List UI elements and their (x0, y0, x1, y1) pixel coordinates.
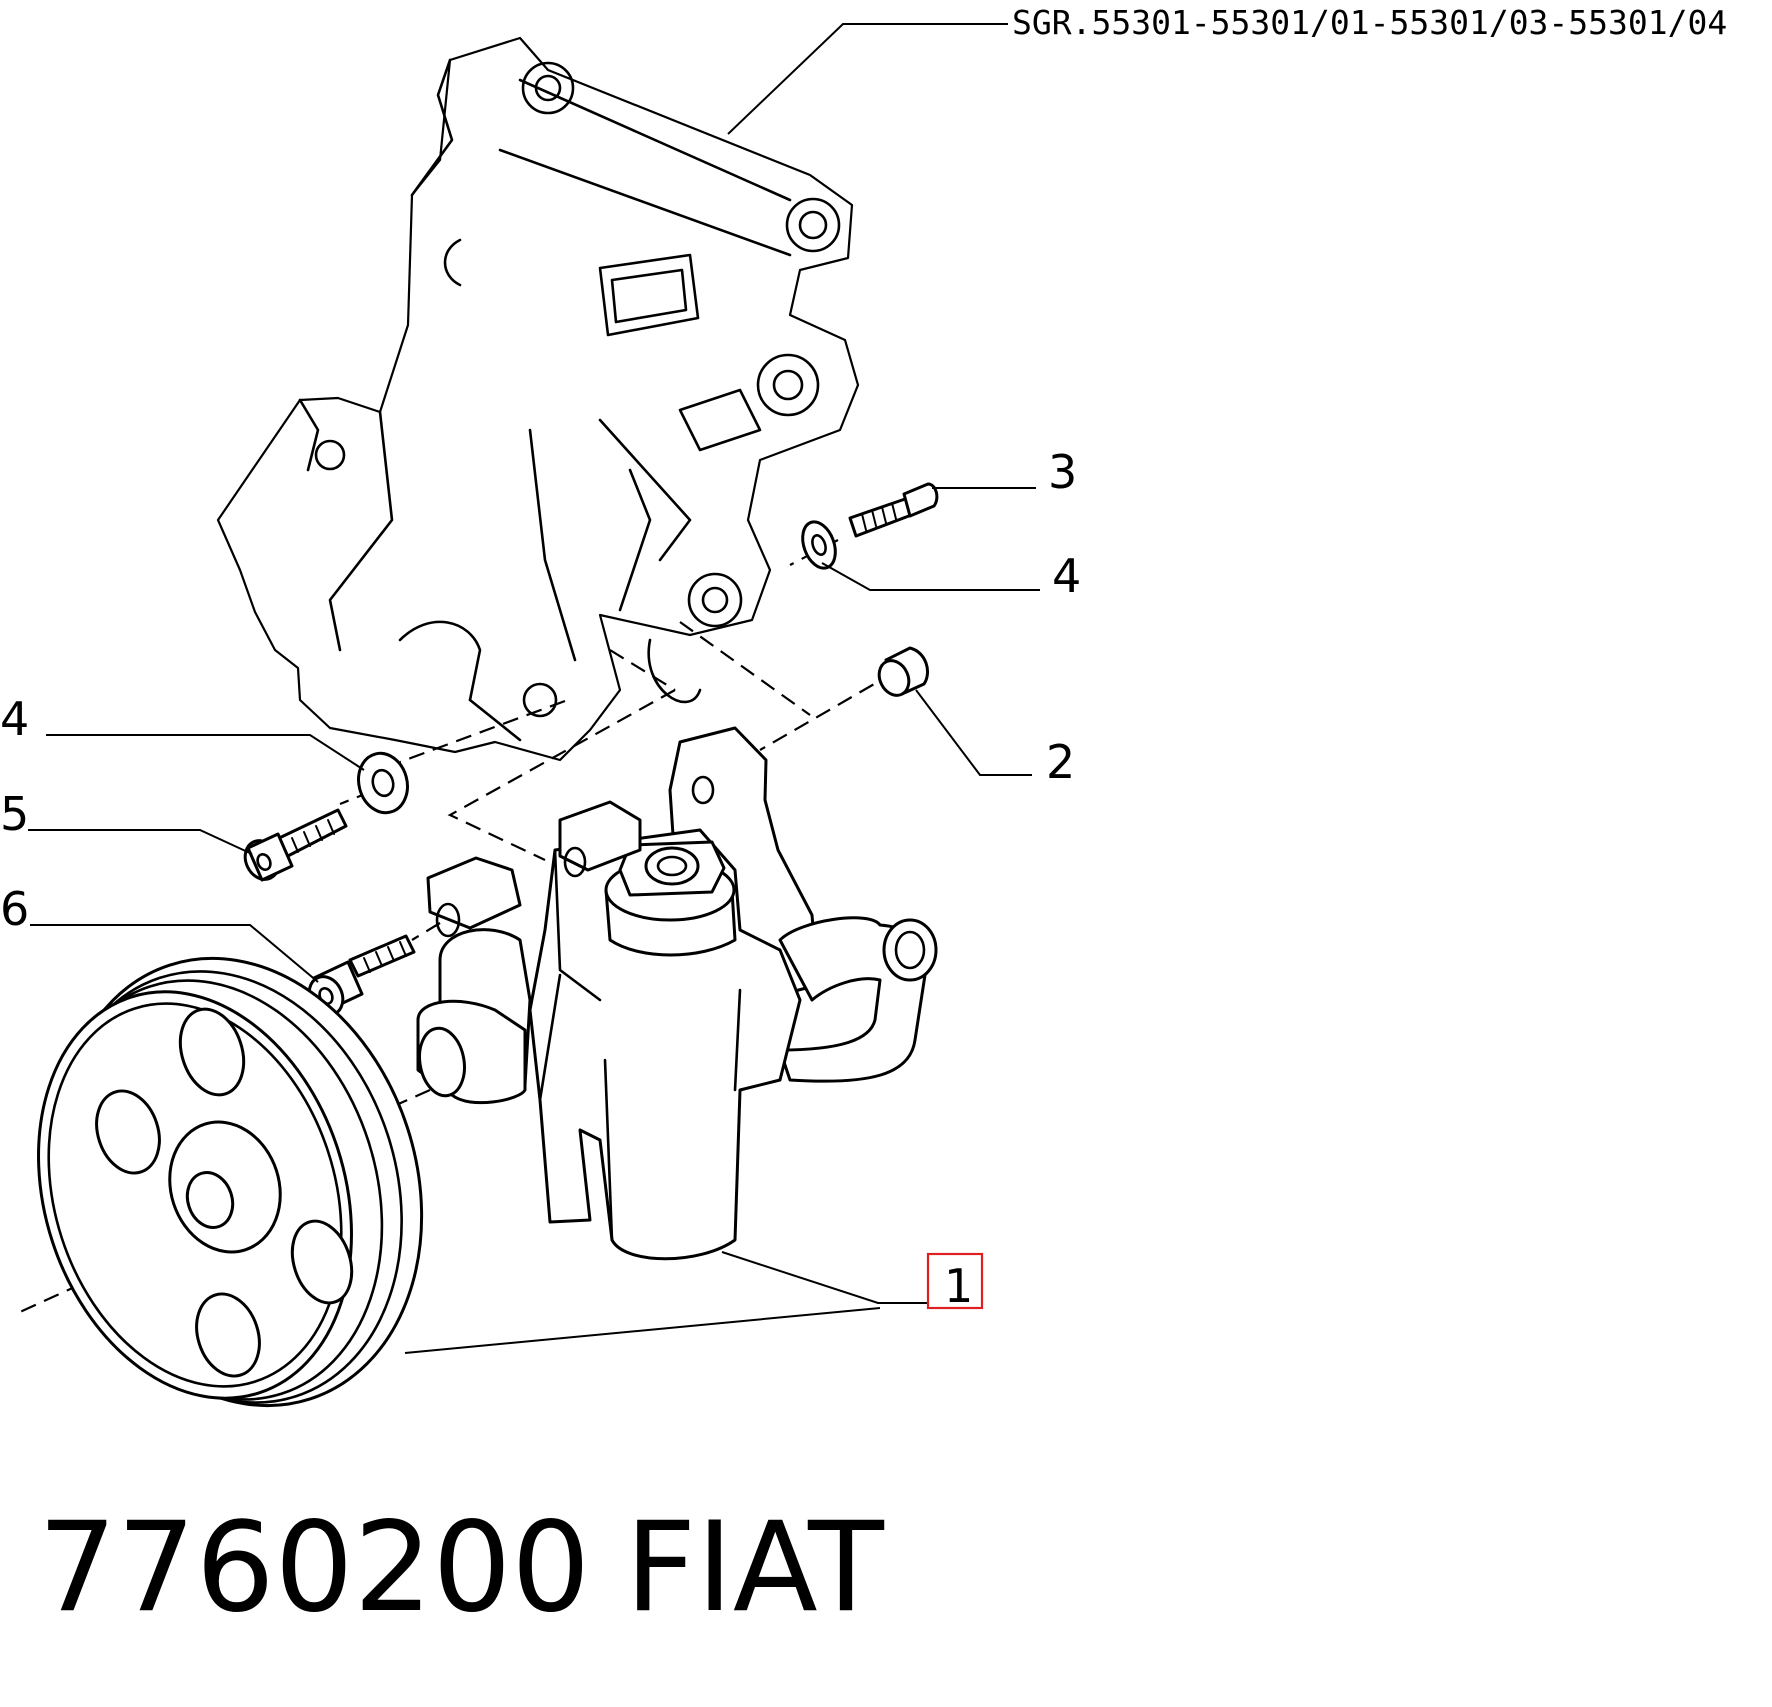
callout-3: 3 (1048, 445, 1077, 499)
callout-6: 6 (0, 882, 29, 936)
item-1-pulley (37, 956, 424, 1408)
item-4-washer-left (357, 751, 409, 815)
item-4-washer-right (801, 520, 837, 570)
item-1-pump (416, 726, 938, 1261)
item-2-sleeve (877, 646, 929, 697)
callout-2: 2 (1046, 735, 1075, 789)
item-5-screw (243, 808, 348, 882)
callout-4-right: 4 (1052, 549, 1081, 603)
mounting-bracket (216, 36, 860, 762)
item-3-bolt (848, 482, 939, 538)
brand-name: FIAT (625, 1496, 885, 1640)
callout-4-left: 4 (0, 692, 29, 746)
callout-1-highlight[interactable] (926, 1252, 984, 1310)
callout-1: 1 (944, 1259, 973, 1313)
bracket-leader (727, 23, 1008, 135)
header-reference: SGR.55301-55301/01-55301/03-55301/04 (1012, 3, 1727, 42)
callout-leaders (28, 487, 1040, 1354)
callout-5: 5 (0, 787, 29, 841)
part-number: 7760200 (38, 1496, 590, 1640)
